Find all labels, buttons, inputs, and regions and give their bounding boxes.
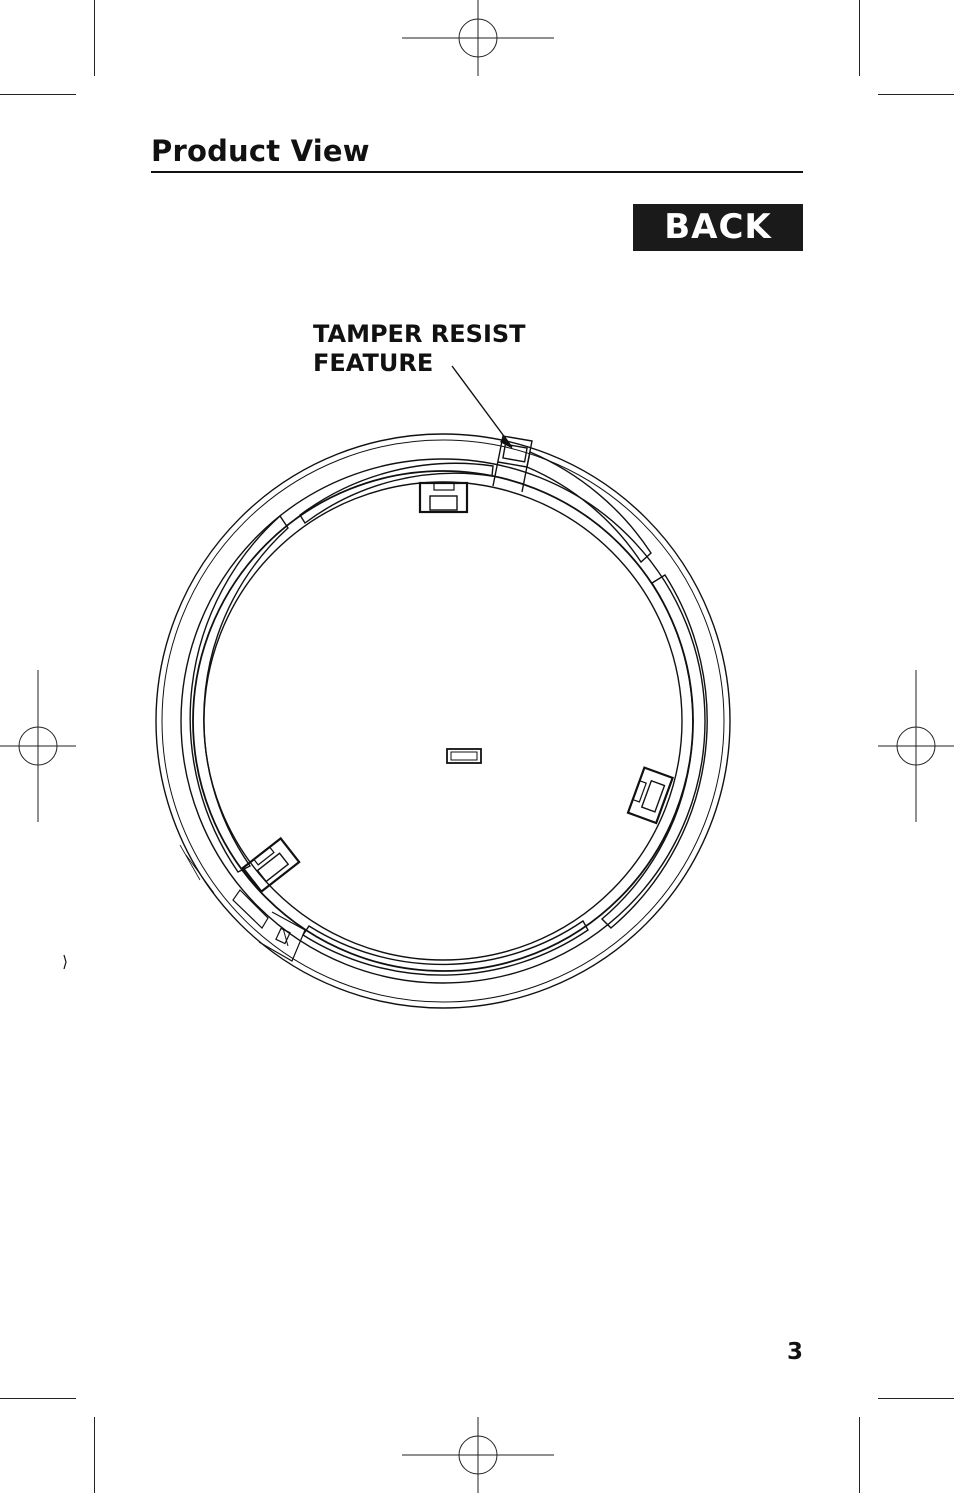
retaining-ring-inner <box>193 471 693 971</box>
tamper-resist-tab <box>493 436 532 492</box>
base-plate-edge <box>204 482 682 960</box>
crop-mark-bottom-left-vertical <box>94 1417 95 1493</box>
crop-mark-bottom-right-horizontal <box>878 1398 954 1399</box>
callout-leader <box>452 366 509 443</box>
retaining-ring-outer <box>181 459 705 983</box>
outer-rim <box>156 434 730 1008</box>
top-clip <box>420 483 467 512</box>
arc-slot-top-right <box>527 452 651 562</box>
lower-left-clip <box>243 838 299 891</box>
outer-rim-inner-edge <box>162 440 724 1002</box>
crosshair-circle-icon <box>402 1417 554 1493</box>
crop-mark-bottom-left-horizontal <box>0 1398 76 1399</box>
center-slot <box>447 749 481 763</box>
crop-mark-bottom-right-vertical <box>859 1417 860 1493</box>
page-number: 3 <box>760 1337 803 1367</box>
right-clip <box>628 768 673 823</box>
lower-left-latch <box>259 912 305 961</box>
product-back-drawing <box>0 0 954 1100</box>
arc-slot-bottom <box>303 921 588 975</box>
arc-slot-left <box>190 516 288 872</box>
